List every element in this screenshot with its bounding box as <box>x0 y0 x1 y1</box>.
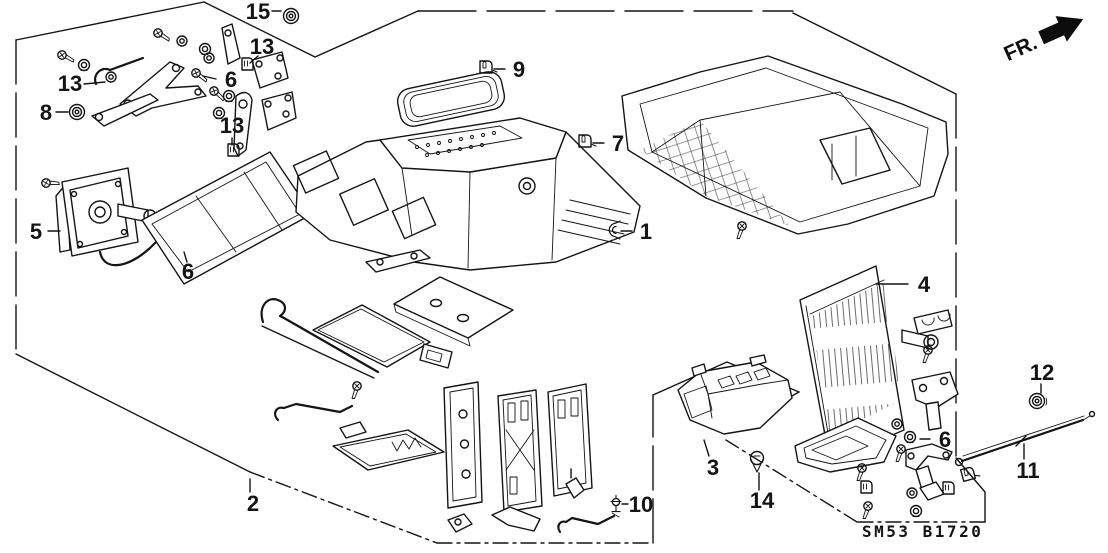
unit-top-grid <box>415 131 496 157</box>
callout-5: 5 <box>30 219 42 244</box>
part-seal-frame <box>141 151 313 285</box>
fr-label: FR. <box>1001 31 1041 66</box>
callout-8: 8 <box>40 100 52 125</box>
callout-14: 14 <box>750 488 775 513</box>
callout-15: 15 <box>246 0 270 24</box>
part-cable-11 <box>954 410 1096 467</box>
callout-6-left: 6 <box>182 259 194 284</box>
core-fins <box>812 282 902 436</box>
clip-7 <box>578 134 597 148</box>
grommet-15 <box>282 7 300 25</box>
part-mount-tray <box>794 417 981 520</box>
fr-arrow-icon <box>1038 16 1084 45</box>
callout-6-right: 6 <box>939 427 951 452</box>
callout-1: 1 <box>640 219 652 244</box>
part-duct-3 <box>677 354 793 473</box>
part-slat-panels <box>443 381 593 533</box>
screw-14 <box>749 450 765 473</box>
part-mode-motor <box>40 167 189 267</box>
callout-13-mid: 13 <box>220 113 244 138</box>
part-gasket-seal <box>396 71 506 127</box>
blower-mesh <box>640 120 790 226</box>
part-heater-unit <box>292 117 641 273</box>
part-damper-plates <box>260 276 514 471</box>
part-blower-case <box>621 55 949 240</box>
part-heater-core <box>799 265 959 463</box>
part-grommet-12 <box>1028 392 1048 410</box>
callout-leaders <box>47 10 1042 505</box>
diagram-code: SM53 B1720 <box>862 522 983 541</box>
part-bottom-rod <box>557 494 622 534</box>
callout-13-left: 13 <box>58 71 82 96</box>
callout-6-top: 6 <box>225 67 237 92</box>
callout-3: 3 <box>707 455 719 480</box>
callout-2: 2 <box>247 491 259 516</box>
callout-labels: 15 13 6 13 8 13 5 6 9 7 1 4 12 6 11 3 14… <box>30 0 1054 517</box>
callout-7: 7 <box>612 131 624 156</box>
callout-9: 9 <box>513 57 525 82</box>
callout-4: 4 <box>918 272 931 297</box>
callout-11: 11 <box>1016 458 1039 483</box>
group-2-boundary <box>15 353 654 544</box>
fr-direction-indicator: FR. <box>1001 16 1084 66</box>
callout-13-top: 13 <box>250 34 274 59</box>
callout-12: 12 <box>1030 360 1054 385</box>
clip-10 <box>610 494 622 513</box>
part-control-linkage <box>56 7 300 157</box>
nut-6-right <box>903 430 917 444</box>
callout-10: 10 <box>629 492 653 517</box>
grommet-8 <box>68 103 86 121</box>
